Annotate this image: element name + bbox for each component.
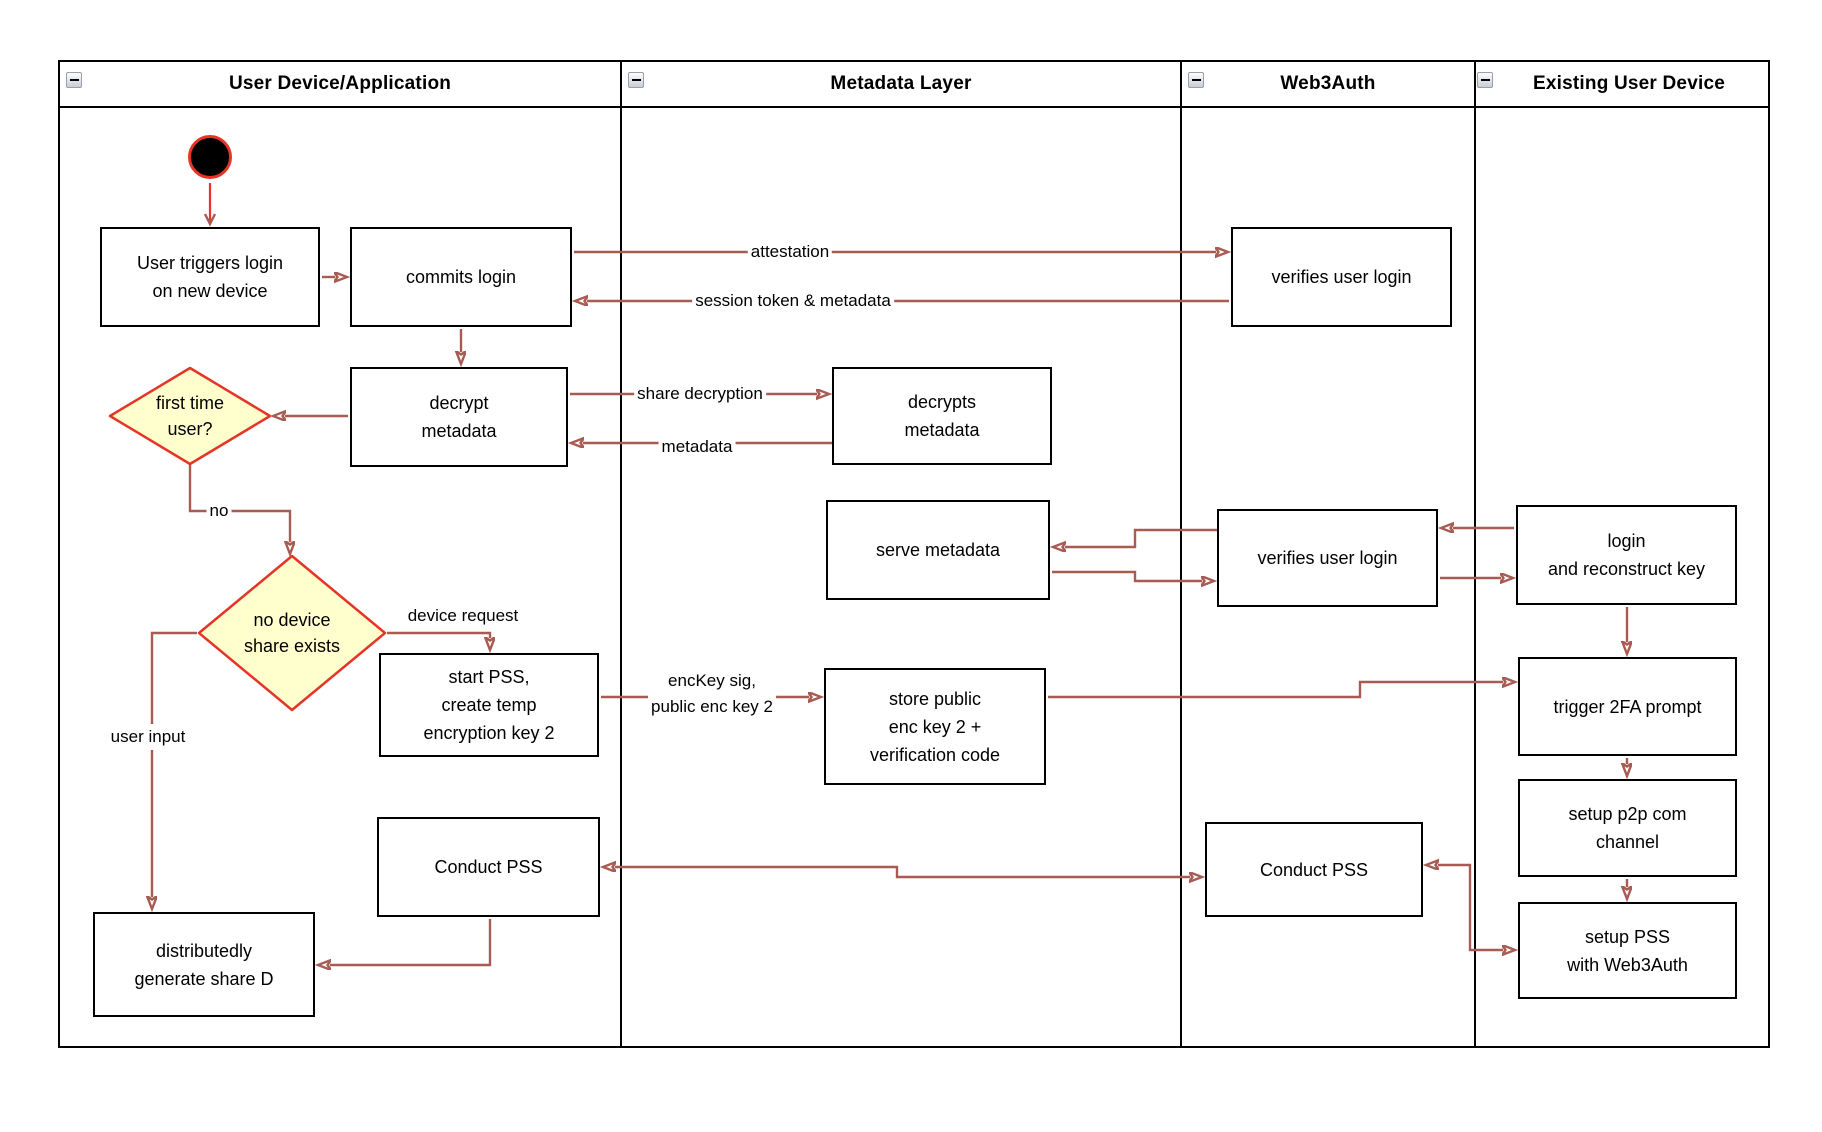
edge-label-session-token: session token & metadata: [692, 288, 894, 314]
edge-label-attestation: attestation: [747, 239, 833, 265]
collapse-lane-button[interactable]: [628, 72, 644, 88]
minus-icon: [1191, 78, 1201, 82]
edge-conduct-pss-link: [615, 867, 1190, 877]
lane-divider-2: [1180, 60, 1182, 1048]
minus-icon: [69, 78, 79, 82]
edge-conduct-to-distshare: [330, 919, 492, 965]
start-node[interactable]: [188, 135, 232, 179]
node-conduct-pss-1[interactable]: Conduct PSS: [377, 817, 600, 917]
node-decrypt-metadata[interactable]: decrypt metadata: [350, 367, 568, 467]
edge-serve-to-verifies2: [1052, 570, 1202, 581]
collapse-lane-button[interactable]: [1477, 72, 1493, 88]
minus-icon: [1480, 78, 1490, 82]
edge-setuppss-conductpss-link: [1438, 865, 1503, 950]
edge-store-to-2fa: [1048, 682, 1503, 699]
edge-verifies2-to-serve: [1065, 528, 1217, 547]
node-user-triggers-login[interactable]: User triggers login on new device: [100, 227, 320, 327]
node-setup-pss-web3auth[interactable]: setup PSS with Web3Auth: [1518, 902, 1737, 999]
decision-first-time-user[interactable]: [108, 366, 272, 466]
collapse-lane-button[interactable]: [66, 72, 82, 88]
lane-divider-3: [1474, 60, 1476, 1048]
edge-label-share-decryption: share decryption: [634, 381, 766, 407]
edge-label-metadata: metadata: [658, 434, 736, 460]
edge-label-no: no: [206, 498, 232, 524]
edge-no-branch: [188, 464, 290, 542]
edge-label-device-request: device request: [407, 606, 519, 625]
node-serve-metadata[interactable]: serve metadata: [826, 500, 1050, 600]
node-dist-generate-share-d[interactable]: distributedly generate share D: [93, 912, 315, 1017]
lane-title-existing-device: Existing User Device: [1533, 73, 1725, 94]
pool-header-row: [58, 60, 1770, 108]
edge-device-request: [387, 631, 490, 638]
node-decrypts-metadata[interactable]: decrypts metadata: [832, 367, 1052, 465]
lane-title-web3auth: Web3Auth: [1280, 73, 1376, 94]
edge-label-user-input: user input: [107, 724, 189, 750]
lane-divider-1: [620, 60, 622, 1048]
node-setup-p2p-channel[interactable]: setup p2p com channel: [1518, 779, 1737, 877]
node-start-pss[interactable]: start PSS, create temp encryption key 2: [379, 653, 599, 757]
lane-title-metadata-layer: Metadata Layer: [830, 73, 972, 94]
decision-no-device-share[interactable]: [197, 554, 387, 712]
decision-label-first-time-user: first time user?: [155, 393, 224, 439]
collapse-lane-button[interactable]: [1188, 72, 1204, 88]
node-login-reconstruct-key[interactable]: login and reconstruct key: [1516, 505, 1737, 605]
node-store-public-enc-key[interactable]: store public enc key 2 + verification co…: [824, 668, 1046, 785]
minus-icon: [631, 78, 641, 82]
decision-label-no-device-share: no device share exists: [243, 610, 341, 656]
node-conduct-pss-2[interactable]: Conduct PSS: [1205, 822, 1423, 917]
node-commits-login[interactable]: commits login: [350, 227, 572, 327]
edge-label-enckey-sig: encKey sig, public enc key 2: [648, 668, 776, 720]
lane-title-user-device: User Device/Application: [228, 73, 452, 94]
node-verifies-user-login-1[interactable]: verifies user login: [1231, 227, 1452, 327]
edge-user-input: [152, 631, 197, 897]
node-trigger-2fa-prompt[interactable]: trigger 2FA prompt: [1518, 657, 1737, 756]
node-verifies-user-login-2[interactable]: verifies user login: [1217, 509, 1438, 607]
